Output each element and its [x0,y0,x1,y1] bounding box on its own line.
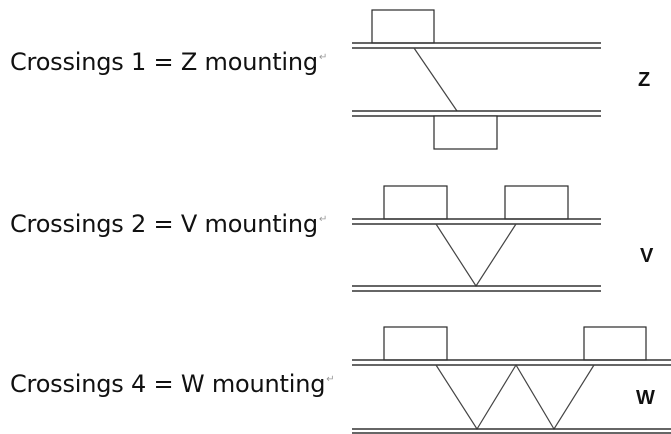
return-mark-icon: ↵ [326,374,335,385]
z-mounting-text: Crossings 1 = Z mounting [10,48,318,76]
z-mounting-label: Crossings 1 = Z mounting↵ [10,50,327,74]
sound-path [435,363,595,431]
z-mode-letter: Z [638,69,651,91]
w-mounting-text: Crossings 4 = W mounting [10,370,326,398]
left-transducer [383,326,448,361]
right-transducer [504,185,569,220]
w-mounting-label: Crossings 4 = W mounting↵ [10,370,335,398]
left-transducer [383,185,448,220]
right-transducer [583,326,647,361]
w-mode-letter: W [636,387,655,409]
z-mounting-diagram [352,9,601,150]
sound-path [413,47,458,112]
v-mounting-label: Crossings 2 = V mounting↵ [10,212,327,236]
return-mark-icon: ↵ [318,52,328,63]
v-mode-letter: V [640,245,654,267]
sound-path [435,223,517,288]
return-mark-icon: ↵ [318,214,328,225]
v-mounting-text: Crossings 2 = V mounting [10,210,318,238]
lower-transducer [433,115,498,150]
w-mounting-diagram [352,326,671,434]
v-mounting-diagram [352,185,601,292]
upper-transducer [371,9,435,44]
